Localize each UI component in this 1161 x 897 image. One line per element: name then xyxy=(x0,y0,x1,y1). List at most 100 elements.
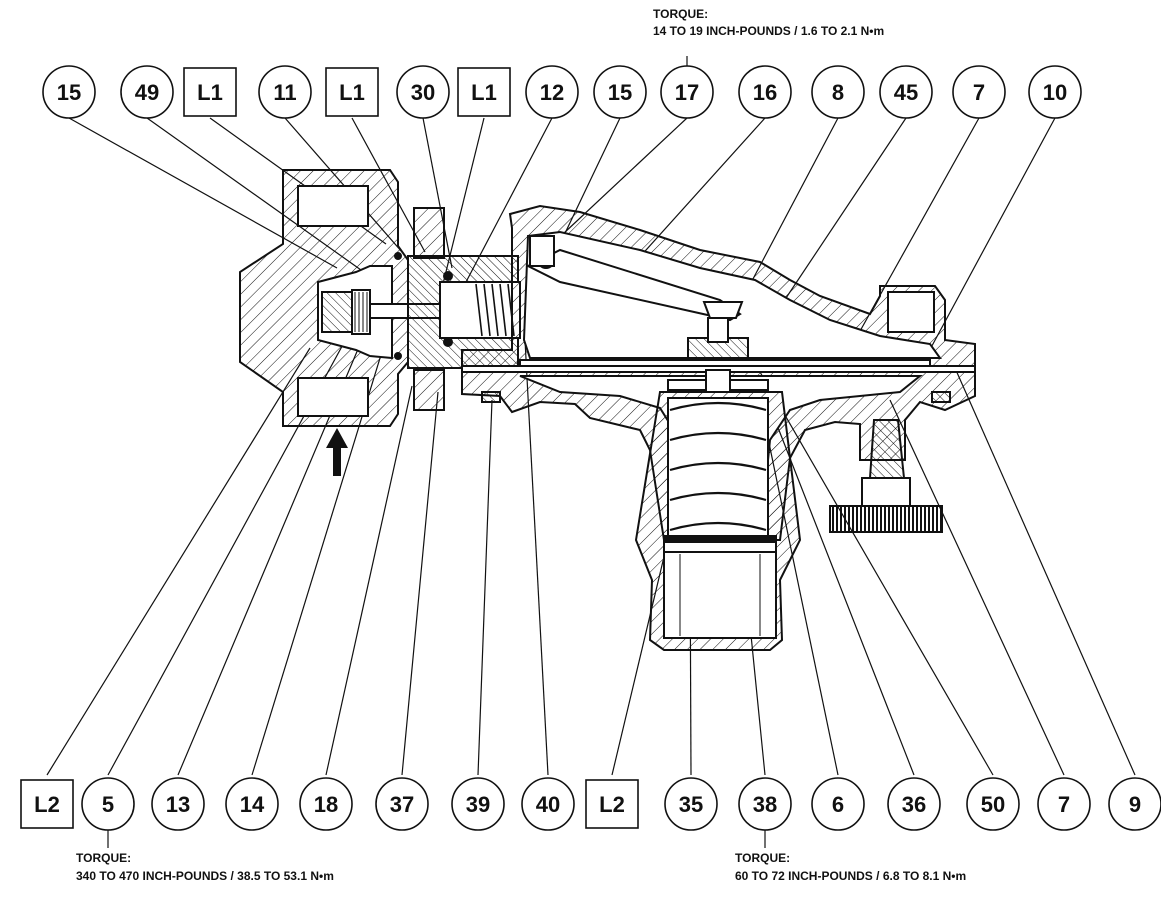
torque-value: 60 TO 72 INCH-POUNDS / 6.8 TO 8.1 N•m xyxy=(735,869,966,883)
knurled-knob xyxy=(829,505,943,533)
callout-label: L2 xyxy=(34,792,60,817)
callout-circle-outline xyxy=(887,777,941,831)
callout-label: 11 xyxy=(273,80,296,105)
callout-circle-outline xyxy=(451,777,505,831)
o-ring xyxy=(394,352,402,360)
callout-label: 7 xyxy=(973,80,985,105)
flange-bottom xyxy=(413,369,445,411)
knob-neck xyxy=(861,477,911,507)
callout-square-outline xyxy=(325,67,379,117)
callout-circle: 49 xyxy=(120,65,174,119)
callout-circle: 45 xyxy=(879,65,933,119)
torque-value: 14 TO 19 INCH-POUNDS / 1.6 TO 2.1 N•m xyxy=(653,24,884,38)
callout-circle-outline xyxy=(811,65,865,119)
callout-circle: 30 xyxy=(396,65,450,119)
callout-circle-outline xyxy=(593,65,647,119)
callout-circle: 50 xyxy=(966,777,1020,831)
bolt xyxy=(931,391,951,403)
callout-circle-outline xyxy=(879,65,933,119)
lever xyxy=(525,248,742,322)
callout-circle-outline xyxy=(952,65,1006,119)
outlet-port xyxy=(887,291,935,333)
callout-circle-outline xyxy=(738,65,792,119)
callout-circle: 15 xyxy=(593,65,647,119)
callout-label: 50 xyxy=(981,792,1005,817)
relief-cap xyxy=(868,419,906,479)
callout-label: 14 xyxy=(240,792,265,817)
callout-circle-outline xyxy=(664,777,718,831)
callout-circle-outline xyxy=(660,65,714,119)
callout-circle: 14 xyxy=(225,777,279,831)
regulator-drawing xyxy=(239,169,976,651)
lever-bracket xyxy=(529,235,555,267)
callout-circle-outline xyxy=(42,65,96,119)
callout-circle-outline xyxy=(1108,777,1161,831)
upper-chamber xyxy=(522,230,942,359)
callout-circle-outline xyxy=(258,65,312,119)
callout-label: 8 xyxy=(832,80,844,105)
callout-circle-outline xyxy=(81,777,135,831)
callout-circle: 18 xyxy=(299,777,353,831)
torque-note-top: TORQUE: 14 TO 19 INCH-POUNDS / 1.6 TO 2.… xyxy=(653,7,884,38)
callout-circle: 16 xyxy=(738,65,792,119)
callout-circle: 10 xyxy=(1028,65,1082,119)
callout-circle-outline xyxy=(225,777,279,831)
callout-label: 18 xyxy=(314,792,338,817)
callout-circle: 37 xyxy=(375,777,429,831)
callout-circle: 11 xyxy=(258,65,312,119)
torque-note-bottom-right: TORQUE: 60 TO 72 INCH-POUNDS / 6.8 TO 8.… xyxy=(735,851,966,883)
inlet-port-bottom xyxy=(297,377,369,417)
callout-label: 16 xyxy=(753,80,777,105)
callout-circle-outline xyxy=(525,65,579,119)
o-ring xyxy=(394,252,402,260)
torque-value: 340 TO 470 INCH-POUNDS / 38.5 TO 53.1 N•… xyxy=(76,869,334,883)
callout-square: L1 xyxy=(183,67,237,117)
callout-circle: 38 xyxy=(738,777,792,831)
flange-top xyxy=(413,207,445,259)
main-spring xyxy=(669,401,767,532)
callout-label: 40 xyxy=(536,792,560,817)
callout-circle: 7 xyxy=(1037,777,1091,831)
callout-square-outline xyxy=(585,779,639,829)
callout-circle-outline xyxy=(521,777,575,831)
callout-circle-outline xyxy=(966,777,1020,831)
leader-lines xyxy=(46,56,1136,848)
callout-circle: 17 xyxy=(660,65,714,119)
callout-label: 7 xyxy=(1058,792,1070,817)
o-ring xyxy=(443,337,453,347)
callout-circle: 15 xyxy=(42,65,96,119)
callout-circle: 5 xyxy=(81,777,135,831)
screen-mesh xyxy=(354,292,368,332)
callout-label: 13 xyxy=(166,792,190,817)
callout-circle-outline xyxy=(375,777,429,831)
callout-circle: 13 xyxy=(151,777,205,831)
callout-label: 17 xyxy=(675,80,699,105)
diaphragm-stem xyxy=(707,317,729,343)
callout-label: 5 xyxy=(102,792,114,817)
callout-label: 45 xyxy=(894,80,918,105)
callout-label: 35 xyxy=(679,792,703,817)
callout-circle: 40 xyxy=(521,777,575,831)
torque-heading: TORQUE: xyxy=(76,851,131,865)
callout-circle-outline xyxy=(811,777,865,831)
up-arrow-icon xyxy=(326,428,348,476)
callout-label: L1 xyxy=(471,80,497,105)
callout-circle: 12 xyxy=(525,65,579,119)
callout-label: 12 xyxy=(540,80,564,105)
callout-square: L1 xyxy=(457,67,511,117)
inlet-port-top xyxy=(297,185,369,227)
callout-circle-outline xyxy=(1037,777,1091,831)
callout-circle-outline xyxy=(299,777,353,831)
callout-label: 10 xyxy=(1043,80,1067,105)
spring-seat xyxy=(663,535,777,543)
callout-circle-outline xyxy=(396,65,450,119)
callout-label: L1 xyxy=(339,80,365,105)
callout-circle-outline xyxy=(738,777,792,831)
callout-label: 36 xyxy=(902,792,926,817)
callout-circle: 35 xyxy=(664,777,718,831)
callout-circle-outline xyxy=(151,777,205,831)
torque-heading: TORQUE: xyxy=(735,851,790,865)
